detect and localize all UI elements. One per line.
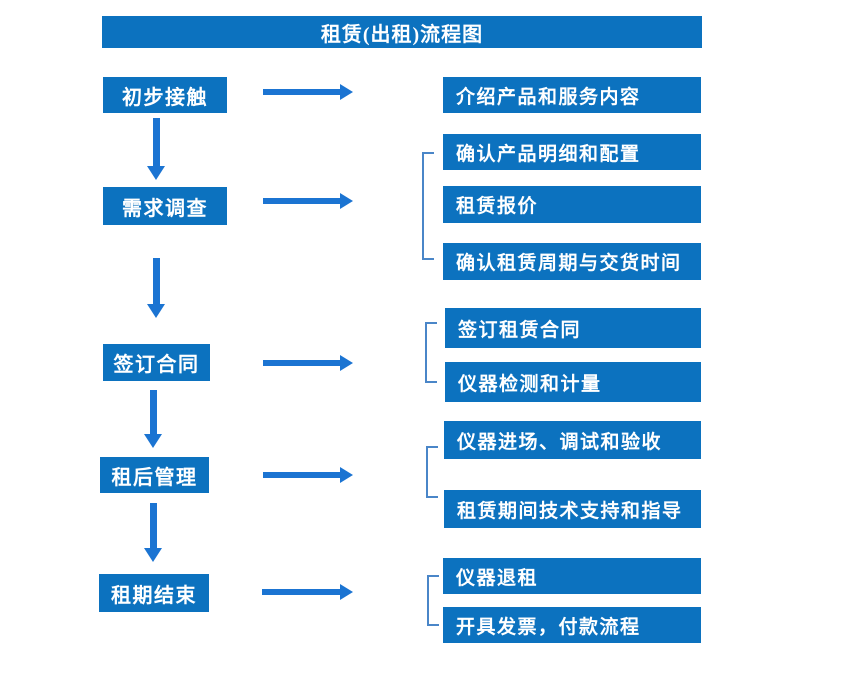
- detail-label: 仪器退租: [456, 567, 539, 589]
- detail-box-instrument-setup-acceptance: 仪器进场、调试和验收: [444, 421, 701, 459]
- right-arrow-icon: [263, 355, 353, 371]
- detail-label: 租赁报价: [456, 196, 539, 217]
- detail-box-confirm-product-details: 确认产品明细和配置: [443, 134, 701, 170]
- right-arrow-icon: [263, 467, 353, 483]
- right-arrow-icon: [262, 584, 353, 600]
- arrow-shaft: [263, 472, 340, 478]
- step-label: 租后管理: [111, 466, 198, 489]
- group-bracket-sign-contract: [425, 322, 437, 383]
- arrow-shaft: [263, 360, 340, 366]
- detail-box-confirm-rental-period: 确认租赁周期与交货时间: [443, 243, 701, 280]
- down-arrow-icon: [144, 390, 162, 448]
- step-box-initial-contact: 初步接触: [103, 77, 227, 113]
- step-box-post-rental-management: 租后管理: [100, 457, 209, 493]
- detail-box-instrument-testing: 仪器检测和计量: [445, 362, 701, 402]
- detail-box-sign-rental-contract: 签订租赁合同: [445, 308, 701, 348]
- detail-label: 介绍产品和服务内容: [456, 86, 641, 108]
- detail-label: 确认租赁周期与交货时间: [456, 253, 682, 274]
- flowchart-title: 租赁(出租)流程图: [320, 23, 484, 46]
- arrow-head: [340, 467, 353, 483]
- down-arrow-icon: [147, 258, 165, 318]
- arrow-head: [340, 355, 353, 371]
- arrow-shaft: [262, 589, 340, 595]
- detail-box-tech-support: 租赁期间技术支持和指导: [444, 490, 701, 528]
- detail-label: 签订租赁合同: [458, 319, 582, 341]
- step-box-demand-survey: 需求调查: [103, 187, 227, 225]
- detail-box-rental-quote: 租赁报价: [443, 186, 701, 223]
- arrow-shaft: [263, 198, 340, 204]
- group-bracket-demand-survey: [422, 152, 434, 260]
- detail-label: 仪器进场、调试和验收: [457, 431, 663, 453]
- step-label: 需求调查: [122, 197, 208, 220]
- arrow-head: [144, 548, 162, 562]
- step-box-rental-period-end: 租期结束: [99, 574, 209, 612]
- flowchart-title-bar: 租赁(出租)流程图: [102, 16, 702, 48]
- right-arrow-icon: [263, 84, 353, 100]
- step-label: 签订合同: [113, 354, 200, 376]
- detail-box-invoice-payment: 开具发票，付款流程: [443, 607, 701, 643]
- group-bracket-post-rental: [426, 446, 438, 498]
- arrow-head: [340, 84, 353, 100]
- arrow-head: [144, 434, 162, 448]
- arrow-shaft: [149, 390, 157, 434]
- step-label: 初步接触: [122, 86, 208, 109]
- arrow-shaft: [152, 258, 160, 304]
- step-label: 租期结束: [111, 584, 197, 607]
- arrow-shaft: [152, 118, 160, 166]
- arrow-head: [147, 166, 165, 180]
- arrow-shaft: [149, 503, 157, 548]
- detail-label: 租赁期间技术支持和指导: [457, 500, 683, 522]
- arrow-head: [147, 304, 165, 318]
- detail-box-instrument-return: 仪器退租: [443, 558, 701, 594]
- step-box-sign-contract: 签订合同: [103, 344, 210, 381]
- arrow-head: [340, 584, 353, 600]
- down-arrow-icon: [144, 503, 162, 562]
- arrow-shaft: [263, 89, 340, 95]
- down-arrow-icon: [147, 118, 165, 180]
- group-bracket-rental-end: [427, 575, 439, 626]
- detail-label: 仪器检测和计量: [458, 373, 602, 395]
- detail-box-introduce-products: 介绍产品和服务内容: [443, 77, 701, 113]
- arrow-head: [340, 193, 353, 209]
- detail-label: 开具发票，付款流程: [456, 616, 641, 638]
- detail-label: 确认产品明细和配置: [456, 143, 641, 165]
- right-arrow-icon: [263, 193, 353, 209]
